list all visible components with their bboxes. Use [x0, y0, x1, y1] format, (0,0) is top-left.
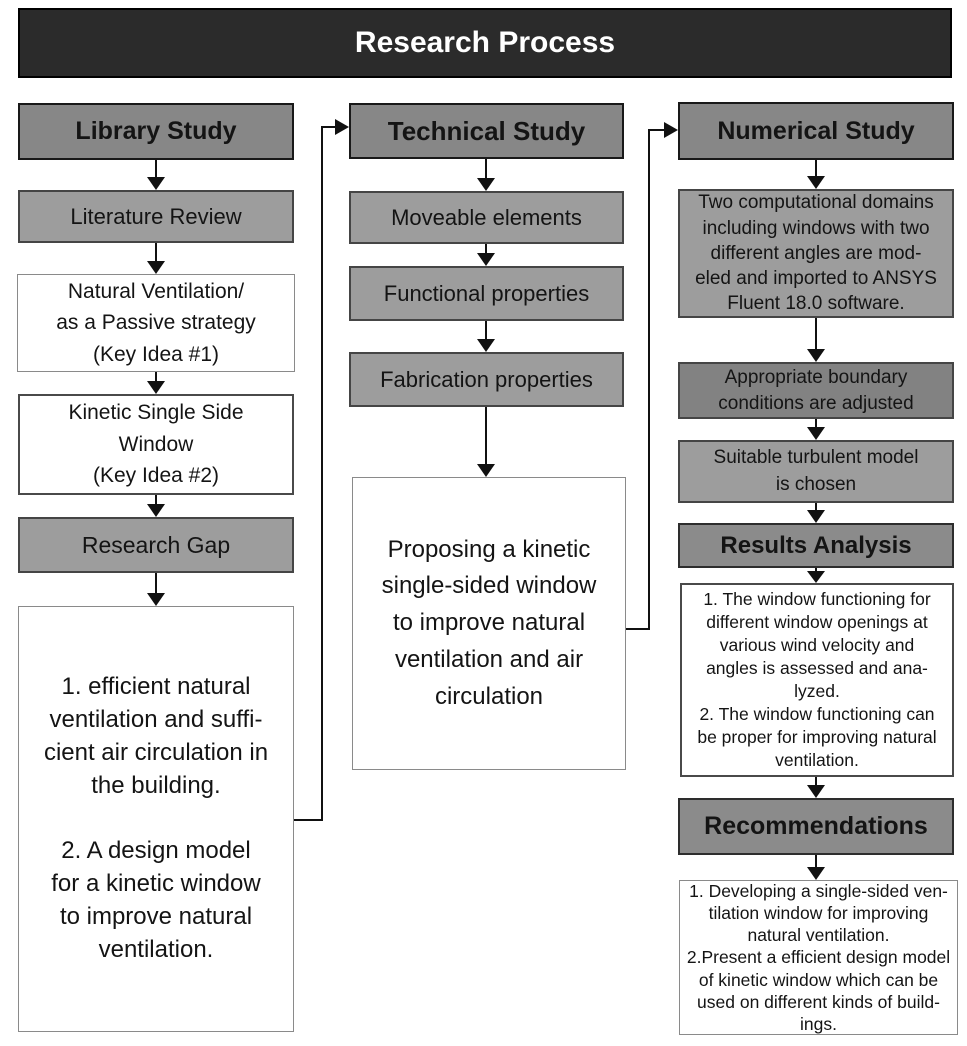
- library-outcomes-box: 1. efficient natural ventilation and suf…: [18, 606, 294, 1032]
- down-arrow-icon: [807, 777, 825, 798]
- down-arrow-icon: [807, 419, 825, 440]
- connector-technical-to-numerical: [626, 122, 678, 630]
- results-findings-box: 1. The window functioning for different …: [680, 583, 954, 777]
- fabrication-properties-box: Fabrication properties: [349, 352, 624, 407]
- down-arrow-icon: [477, 407, 495, 477]
- down-arrow-icon: [477, 159, 495, 191]
- down-arrow-icon: [147, 495, 165, 517]
- down-arrow-icon: [147, 243, 165, 274]
- results-analysis-header: Results Analysis: [678, 523, 954, 568]
- page-title: Research Process: [18, 8, 952, 78]
- down-arrow-icon: [807, 503, 825, 523]
- kinetic-proposal-box: Proposing a kinetic single-sided window …: [352, 477, 626, 770]
- recommendation-items-box: 1. Developing a single-sided ven- tilati…: [679, 880, 958, 1035]
- boundary-conditions-box: Appropriate boundary conditions are adju…: [678, 362, 954, 419]
- down-arrow-icon: [807, 318, 825, 362]
- moveable-elements-box: Moveable elements: [349, 191, 624, 244]
- down-arrow-icon: [807, 160, 825, 189]
- down-arrow-icon: [147, 372, 165, 394]
- down-arrow-icon: [147, 573, 165, 606]
- library-study-header: Library Study: [18, 103, 294, 160]
- kinetic-window-box: Kinetic Single Side Window (Key Idea #2): [18, 394, 294, 495]
- down-arrow-icon: [477, 321, 495, 352]
- turbulent-model-box: Suitable turbulent model is chosen: [678, 440, 954, 503]
- down-arrow-icon: [807, 568, 825, 583]
- computational-domains-box: Two computational domains including wind…: [678, 189, 954, 318]
- numerical-study-header: Numerical Study: [678, 102, 954, 160]
- technical-study-header: Technical Study: [349, 103, 624, 159]
- recommendations-header: Recommendations: [678, 798, 954, 855]
- literature-review-box: Literature Review: [18, 190, 294, 243]
- connector-library-to-technical: [294, 119, 349, 821]
- functional-properties-box: Functional properties: [349, 266, 624, 321]
- down-arrow-icon: [807, 855, 825, 880]
- down-arrow-icon: [477, 244, 495, 266]
- natural-ventilation-box: Natural Ventilation/ as a Passive strate…: [17, 274, 295, 372]
- research-gap-box: Research Gap: [18, 517, 294, 573]
- down-arrow-icon: [147, 160, 165, 190]
